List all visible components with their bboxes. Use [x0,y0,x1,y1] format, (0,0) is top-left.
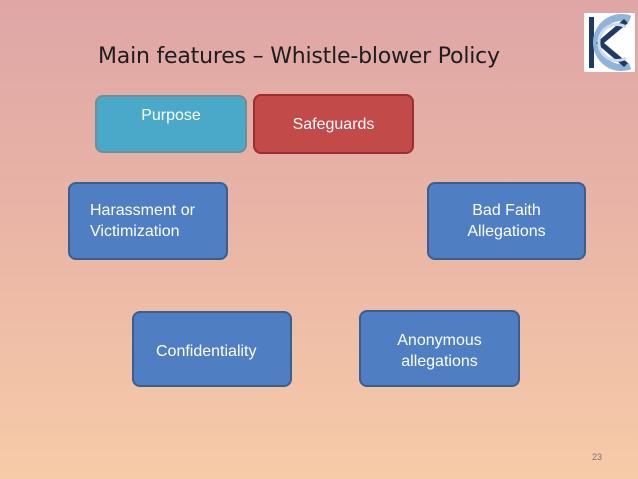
purpose-box[interactable]: Purpose [95,95,247,153]
confidentiality-box[interactable]: Confidentiality [132,311,292,387]
page-number: 23 [592,452,603,462]
slide-title: Main features – Whistle-blower Policy [98,44,500,69]
harassment-victimization-box[interactable]: Harassment or Victimization [68,182,228,260]
anonymous-allegations-box[interactable]: Anonymous allegations [359,310,520,387]
logo-mark-icon [584,13,635,72]
company-logo [584,13,635,72]
bad-faith-allegations-box[interactable]: Bad Faith Allegations [427,182,586,260]
safeguards-box[interactable]: Safeguards [253,94,414,154]
